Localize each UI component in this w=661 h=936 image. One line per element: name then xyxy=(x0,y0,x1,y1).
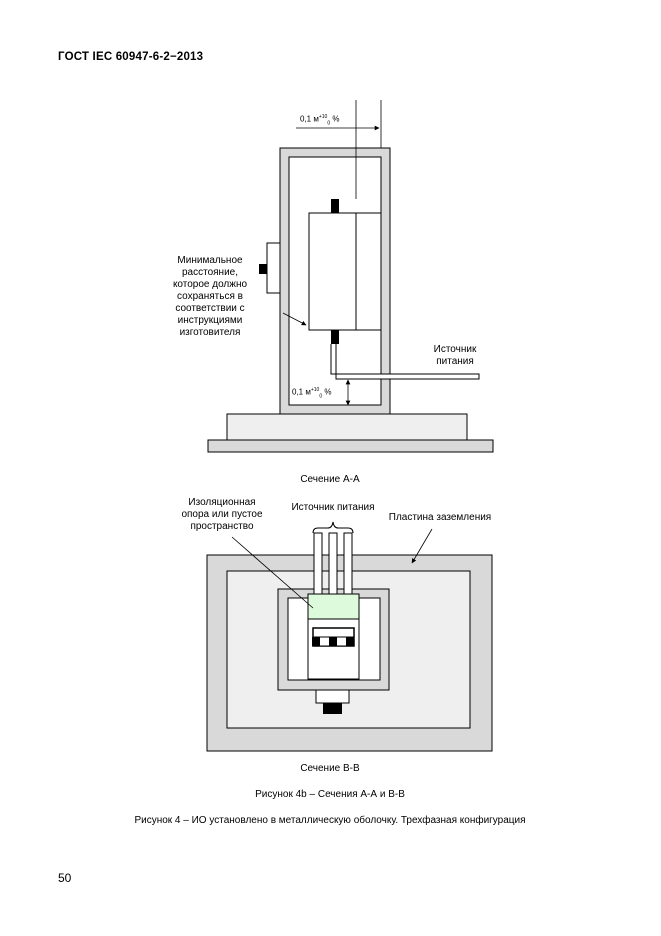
device-terminal-top xyxy=(331,199,339,213)
power-source-label-b: Источник питания xyxy=(291,502,375,513)
insulation-label: Изоляционная опора или пустое пространст… xyxy=(181,497,263,532)
caption-section-a-a: Сечение А-А xyxy=(300,474,360,485)
side-mount xyxy=(266,242,281,294)
document-header: ГОСТ IEC 60947-6-2−2013 xyxy=(58,51,204,63)
ground-plate-label: Пластина заземления xyxy=(388,512,492,523)
base-plate-upper xyxy=(226,413,468,441)
section-b-b-drawing xyxy=(206,521,493,752)
caption-section-b-b: Сечение В-В xyxy=(300,763,360,774)
insulation-support xyxy=(307,593,360,620)
dim-label-top: 0,1 м+100 % xyxy=(300,114,340,127)
side-mount-terminal xyxy=(259,264,267,274)
device-terminal-bottom xyxy=(331,330,339,344)
page-number: 50 xyxy=(58,871,72,885)
section-a-a-drawing xyxy=(207,100,494,453)
dim-label-bottom: 0,1 м+100 % xyxy=(292,387,332,400)
power-source-label-a: Источник питания xyxy=(433,344,477,367)
figure-caption-4: Рисунок 4 – ИО установлено в металлическ… xyxy=(134,815,526,826)
figure-caption-4b: Рисунок 4b – Сечения А-А и В-В xyxy=(255,789,405,800)
base-plate-lower xyxy=(207,439,494,453)
device-body xyxy=(308,212,382,331)
min-distance-label: Минимальное расстояние, которое должно с… xyxy=(172,255,248,338)
power-cable xyxy=(330,344,480,380)
